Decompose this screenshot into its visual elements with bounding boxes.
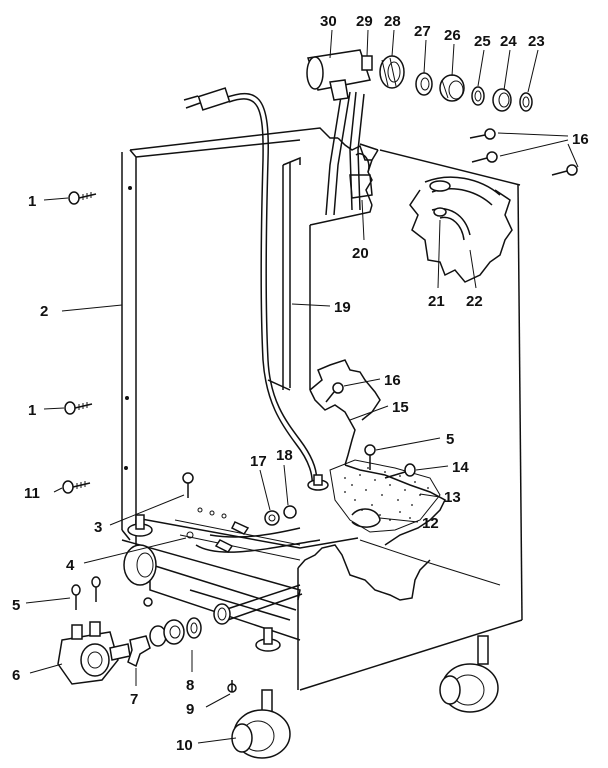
callout-16-top: 16: [572, 131, 589, 148]
base-parts: [57, 474, 381, 685]
callout-20: 20: [352, 245, 369, 262]
power-cord: [183, 87, 318, 486]
callout-22: 22: [466, 293, 483, 310]
callout-12: 12: [422, 515, 439, 532]
callout-29: 29: [356, 13, 373, 30]
callout-1-top: 1: [28, 193, 36, 210]
callout-4: 4: [66, 557, 75, 574]
cutaway-region: [297, 137, 513, 601]
callout-16-mid: 16: [384, 372, 401, 389]
callout-23: 23: [528, 33, 545, 50]
callout-labels: 1 1 2 3 4 5 5 6 7 8 9 10 11 12 13 14 15 …: [12, 13, 589, 754]
callout-5-right: 5: [446, 431, 454, 448]
callout-11: 11: [24, 485, 40, 502]
leader-lines: [25, 29, 579, 744]
callout-15: 15: [392, 399, 409, 416]
callout-8: 8: [186, 677, 194, 694]
screws: [62, 128, 578, 693]
callout-7: 7: [130, 691, 138, 708]
inlet-hoses: [325, 89, 373, 216]
callout-3: 3: [94, 519, 102, 536]
callout-18: 18: [276, 447, 293, 464]
callout-21: 21: [428, 293, 445, 310]
callout-6: 6: [12, 667, 20, 684]
cabinet: [121, 127, 523, 691]
callout-1-mid: 1: [28, 402, 36, 419]
callout-9: 9: [186, 701, 194, 718]
valve-assembly-top: [306, 49, 533, 112]
callout-5-left: 5: [12, 597, 20, 614]
casters: [123, 544, 499, 759]
callout-25: 25: [474, 33, 491, 50]
callout-14: 14: [452, 459, 469, 476]
callout-17: 17: [250, 453, 267, 470]
callout-28: 28: [384, 13, 401, 30]
callout-10: 10: [176, 737, 193, 754]
callout-19: 19: [334, 299, 351, 316]
callout-13: 13: [444, 489, 461, 506]
duct-part: [424, 176, 501, 241]
callout-26: 26: [444, 27, 461, 44]
callout-2: 2: [40, 303, 48, 320]
callout-24: 24: [500, 33, 517, 50]
callout-30: 30: [320, 13, 337, 30]
callout-27: 27: [414, 23, 431, 40]
